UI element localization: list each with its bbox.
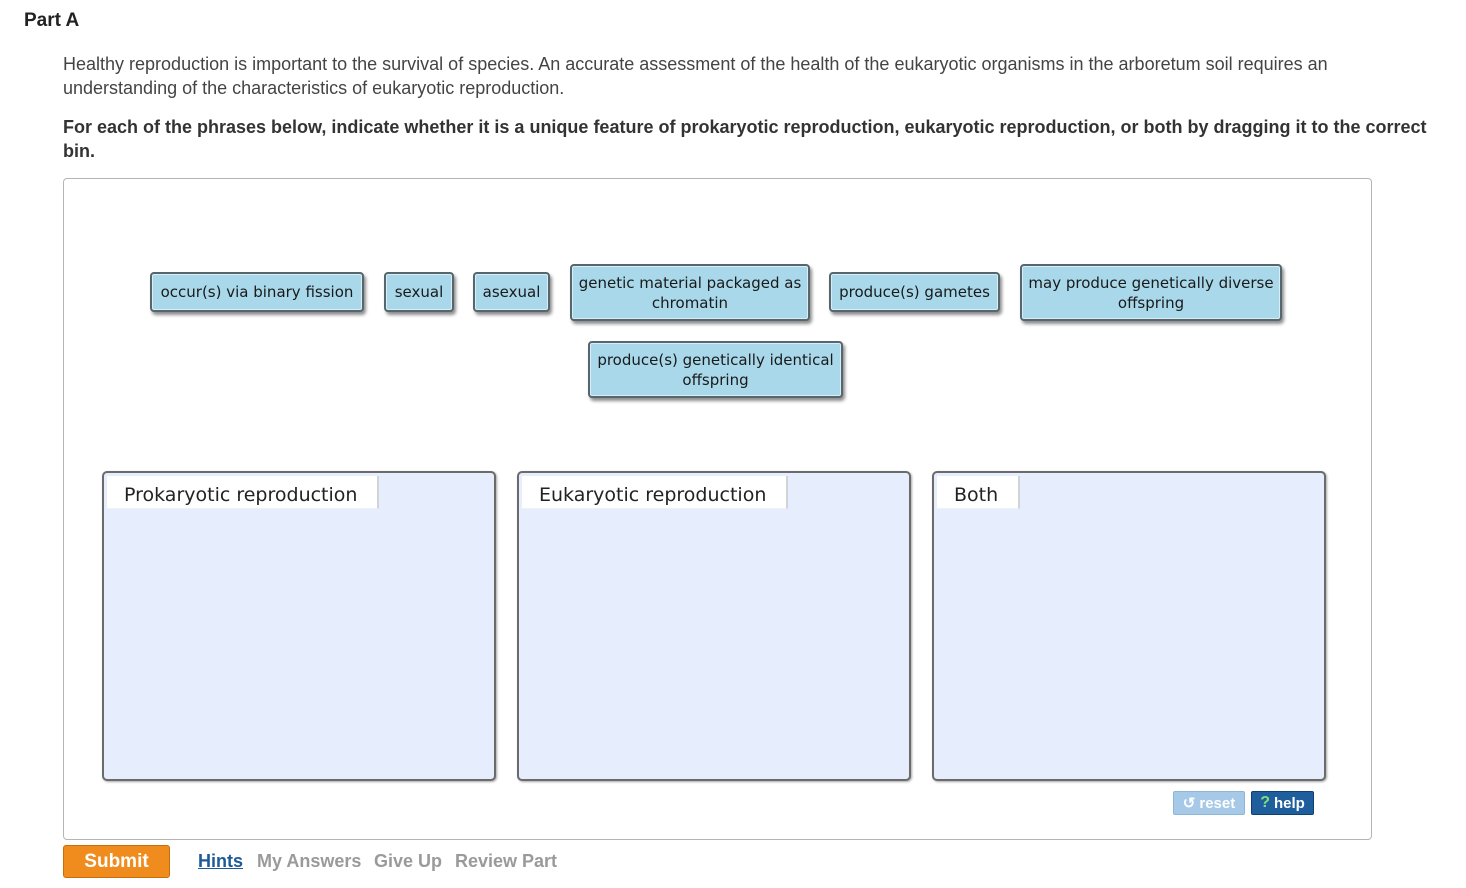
tile-gametes[interactable]: produce(s) gametes <box>829 272 1000 312</box>
bin-label-prokaryotic: Prokaryotic reproduction <box>107 476 380 509</box>
instruction-paragraph: For each of the phrases below, indicate … <box>63 117 1427 161</box>
help-button[interactable]: ? help <box>1251 791 1314 815</box>
undo-arrow-icon: ↺ <box>1182 794 1196 812</box>
part-title: Part A <box>24 10 80 31</box>
tile-binary-fission[interactable]: occur(s) via binary fission <box>150 272 364 312</box>
bin-label-eukaryotic: Eukaryotic reproduction <box>522 476 789 509</box>
bin-eukaryotic[interactable]: Eukaryotic reproduction <box>517 471 911 781</box>
review-part-link[interactable]: Review Part <box>455 851 558 871</box>
bin-both[interactable]: Both <box>932 471 1326 781</box>
reset-button[interactable]: ↺ reset <box>1173 791 1245 815</box>
bin-prokaryotic[interactable]: Prokaryotic reproduction <box>102 471 496 781</box>
give-up-link[interactable]: Give Up <box>374 851 443 871</box>
reset-label: reset <box>1199 794 1236 812</box>
tile-chromatin[interactable]: genetic material packaged as chromatin <box>570 264 810 321</box>
tile-sexual[interactable]: sexual <box>384 272 454 312</box>
my-answers-link[interactable]: My Answers <box>257 851 362 871</box>
question-mark-icon: ? <box>1260 794 1270 811</box>
hints-link[interactable]: Hints <box>198 851 243 871</box>
bin-label-both: Both <box>937 476 1021 509</box>
intro-paragraph: Healthy reproduction is important to the… <box>63 54 1328 98</box>
tile-identical-offspring[interactable]: produce(s) genetically identical offspri… <box>588 341 843 398</box>
help-label: help <box>1273 794 1305 812</box>
tile-asexual[interactable]: asexual <box>473 272 550 312</box>
submit-button[interactable]: Submit <box>63 845 170 878</box>
tile-diverse-offspring[interactable]: may produce genetically diverse offsprin… <box>1020 264 1282 321</box>
